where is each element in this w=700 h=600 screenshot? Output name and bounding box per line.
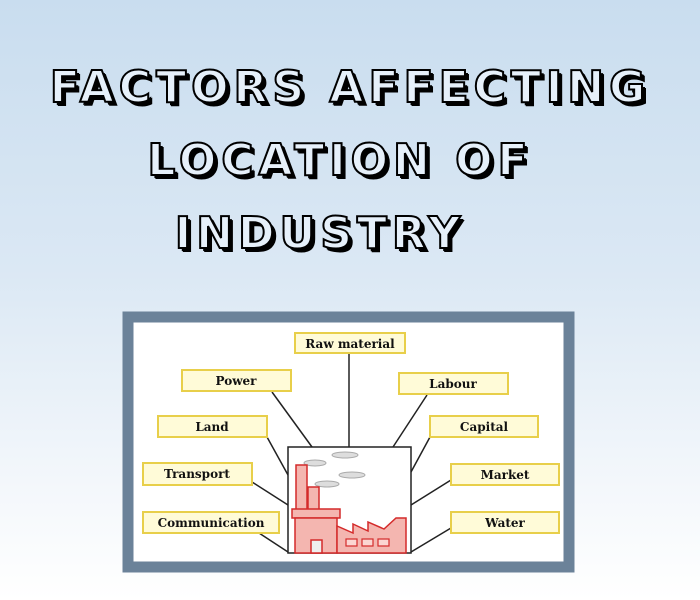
- factor-box-capital: [429, 415, 539, 438]
- factory-door: [310, 539, 323, 554]
- factor-labour: Labour: [429, 377, 477, 391]
- factor-box-labour: [398, 372, 509, 395]
- factor-box-raw-material: [294, 332, 406, 354]
- title-line-2: LOCATION OF: [146, 134, 533, 187]
- line-labour: [392, 394, 428, 448]
- line-communication: [258, 532, 289, 553]
- line-water: [410, 527, 452, 553]
- factor-box-communication: [142, 511, 280, 534]
- smoke-clouds: [303, 451, 366, 488]
- line-market: [410, 479, 452, 506]
- factor-box-power: [181, 369, 292, 392]
- factor-water: Water: [484, 516, 525, 530]
- line-capital: [410, 436, 431, 473]
- line-power: [271, 391, 313, 448]
- factory-icon: [287, 446, 412, 554]
- factory-windows: [345, 538, 390, 547]
- factor-box-market: [450, 463, 560, 486]
- line-land: [266, 436, 289, 476]
- factor-market: Market: [481, 468, 530, 482]
- factor-transport: Transport: [164, 467, 230, 481]
- connector-lines: [251, 353, 452, 553]
- factor-box-transport: [142, 462, 253, 486]
- factor-box-land: [157, 415, 268, 438]
- factor-power: Power: [216, 374, 258, 388]
- title-line-1: FACTORS AFFECTING: [49, 61, 651, 114]
- factor-box-water: [450, 511, 560, 534]
- factor-communication: Communication: [158, 516, 265, 530]
- line-transport: [251, 481, 289, 506]
- title-line-3: INDUSTRY: [174, 207, 466, 260]
- factor-capital: Capital: [460, 420, 509, 434]
- factor-raw-material: Raw material: [305, 337, 395, 351]
- factor-land: Land: [195, 420, 229, 434]
